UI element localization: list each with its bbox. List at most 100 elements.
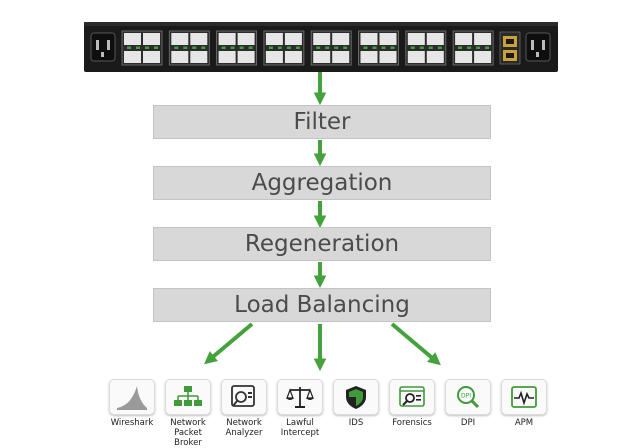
tool-label: IDS xyxy=(348,418,364,428)
port-led xyxy=(230,46,235,49)
port-led xyxy=(316,46,321,49)
forensics-search-icon xyxy=(399,386,425,407)
port-led xyxy=(428,46,433,49)
stage-regeneration: Regeneration xyxy=(153,227,491,261)
port-led xyxy=(221,46,226,49)
network-tree-icon xyxy=(174,386,202,406)
port-led xyxy=(183,46,188,49)
port-group xyxy=(216,30,258,66)
port-group xyxy=(310,30,352,66)
port-group xyxy=(358,30,399,66)
arrow-to-right-tools xyxy=(390,322,441,366)
stage-aggregation: Aggregation xyxy=(153,166,491,200)
port-led xyxy=(437,46,442,49)
port-led xyxy=(325,46,330,49)
sfp-port xyxy=(284,51,302,63)
port-group xyxy=(405,30,447,66)
network-device xyxy=(84,22,558,72)
power-inlet-left xyxy=(90,32,116,62)
port-led xyxy=(390,46,395,49)
port-led xyxy=(343,46,348,49)
sfp-port xyxy=(143,51,160,63)
sfp-port xyxy=(265,33,283,45)
sfp-port xyxy=(265,51,283,63)
tool-network-packet-broker: Network Packet Broker xyxy=(159,379,217,448)
sfp-port xyxy=(143,33,160,45)
wireshark-fin-icon xyxy=(117,386,147,410)
sfp-port xyxy=(332,33,350,45)
sfp-port xyxy=(455,51,473,63)
tool-label: DPI xyxy=(460,418,476,428)
sfp-port xyxy=(379,51,397,63)
port-led xyxy=(372,46,377,49)
tool-lawful-intercept: Lawful Intercept xyxy=(271,379,329,438)
port-group xyxy=(168,30,210,66)
port-led xyxy=(458,46,463,49)
sfp-port xyxy=(407,51,425,63)
tool-label: Wireshark xyxy=(110,418,154,428)
scales-icon xyxy=(286,387,314,408)
sfp-port xyxy=(124,33,141,45)
port-led xyxy=(145,46,149,49)
analyzer-search-icon xyxy=(231,385,255,407)
shield-icon xyxy=(346,386,366,409)
sfp-port xyxy=(237,51,255,63)
tool-apm: APM xyxy=(495,379,553,428)
sfp-port xyxy=(360,51,378,63)
port-group xyxy=(263,30,305,66)
arrow-to-left-tools xyxy=(204,322,254,365)
tool-forensics: Forensics xyxy=(383,379,441,428)
port-led xyxy=(295,46,300,49)
stage-filter: Filter xyxy=(153,105,491,139)
sfp-port xyxy=(455,33,473,45)
port-led xyxy=(201,46,206,49)
sfp-port xyxy=(313,33,331,45)
port-led xyxy=(174,46,179,49)
port-led xyxy=(136,46,140,49)
sfp-port xyxy=(124,51,141,63)
sfp-port xyxy=(407,33,425,45)
power-inlet-right xyxy=(525,32,551,62)
sfp-port xyxy=(190,51,208,63)
port-led xyxy=(286,46,291,49)
sfp-port xyxy=(379,33,397,45)
port-led xyxy=(419,46,424,49)
port-led xyxy=(268,46,273,49)
sfp-port xyxy=(190,33,208,45)
tool-label: Lawful Intercept xyxy=(280,418,320,438)
port-led xyxy=(248,46,253,49)
port-group xyxy=(452,30,494,66)
tool-label: Network Analyzer xyxy=(225,418,263,438)
port-group xyxy=(121,30,163,66)
port-led xyxy=(485,46,490,49)
tool-ids: IDS xyxy=(327,379,385,428)
sfp-port xyxy=(237,33,255,45)
sfp-port xyxy=(474,33,492,45)
sfp-port xyxy=(474,51,492,63)
port-led xyxy=(410,46,415,49)
sfp-port xyxy=(171,51,189,63)
tool-network-analyzer: Network Analyzer xyxy=(215,379,273,438)
management-ports xyxy=(499,31,521,65)
sfp-port xyxy=(426,33,444,45)
tool-label: APM xyxy=(514,418,534,428)
tool-label: Network Packet Broker xyxy=(170,418,206,448)
sfp-port xyxy=(426,51,444,63)
svg-text:DPI: DPI xyxy=(461,393,471,400)
port-led xyxy=(363,46,368,49)
stage-load-balancing: Load Balancing xyxy=(153,288,491,322)
port-led xyxy=(381,46,386,49)
sfp-port xyxy=(360,33,378,45)
pulse-monitor-icon xyxy=(511,386,537,408)
port-led xyxy=(467,46,472,49)
port-led xyxy=(334,46,339,49)
sfp-port xyxy=(171,33,189,45)
dpi-magnifier-icon: DPI xyxy=(457,386,480,409)
port-led xyxy=(127,46,131,49)
sfp-port xyxy=(332,51,350,63)
tool-wireshark: Wireshark xyxy=(103,379,161,428)
tool-dpi: DPI DPI xyxy=(439,379,497,428)
port-led xyxy=(154,46,158,49)
port-groups xyxy=(121,30,494,66)
